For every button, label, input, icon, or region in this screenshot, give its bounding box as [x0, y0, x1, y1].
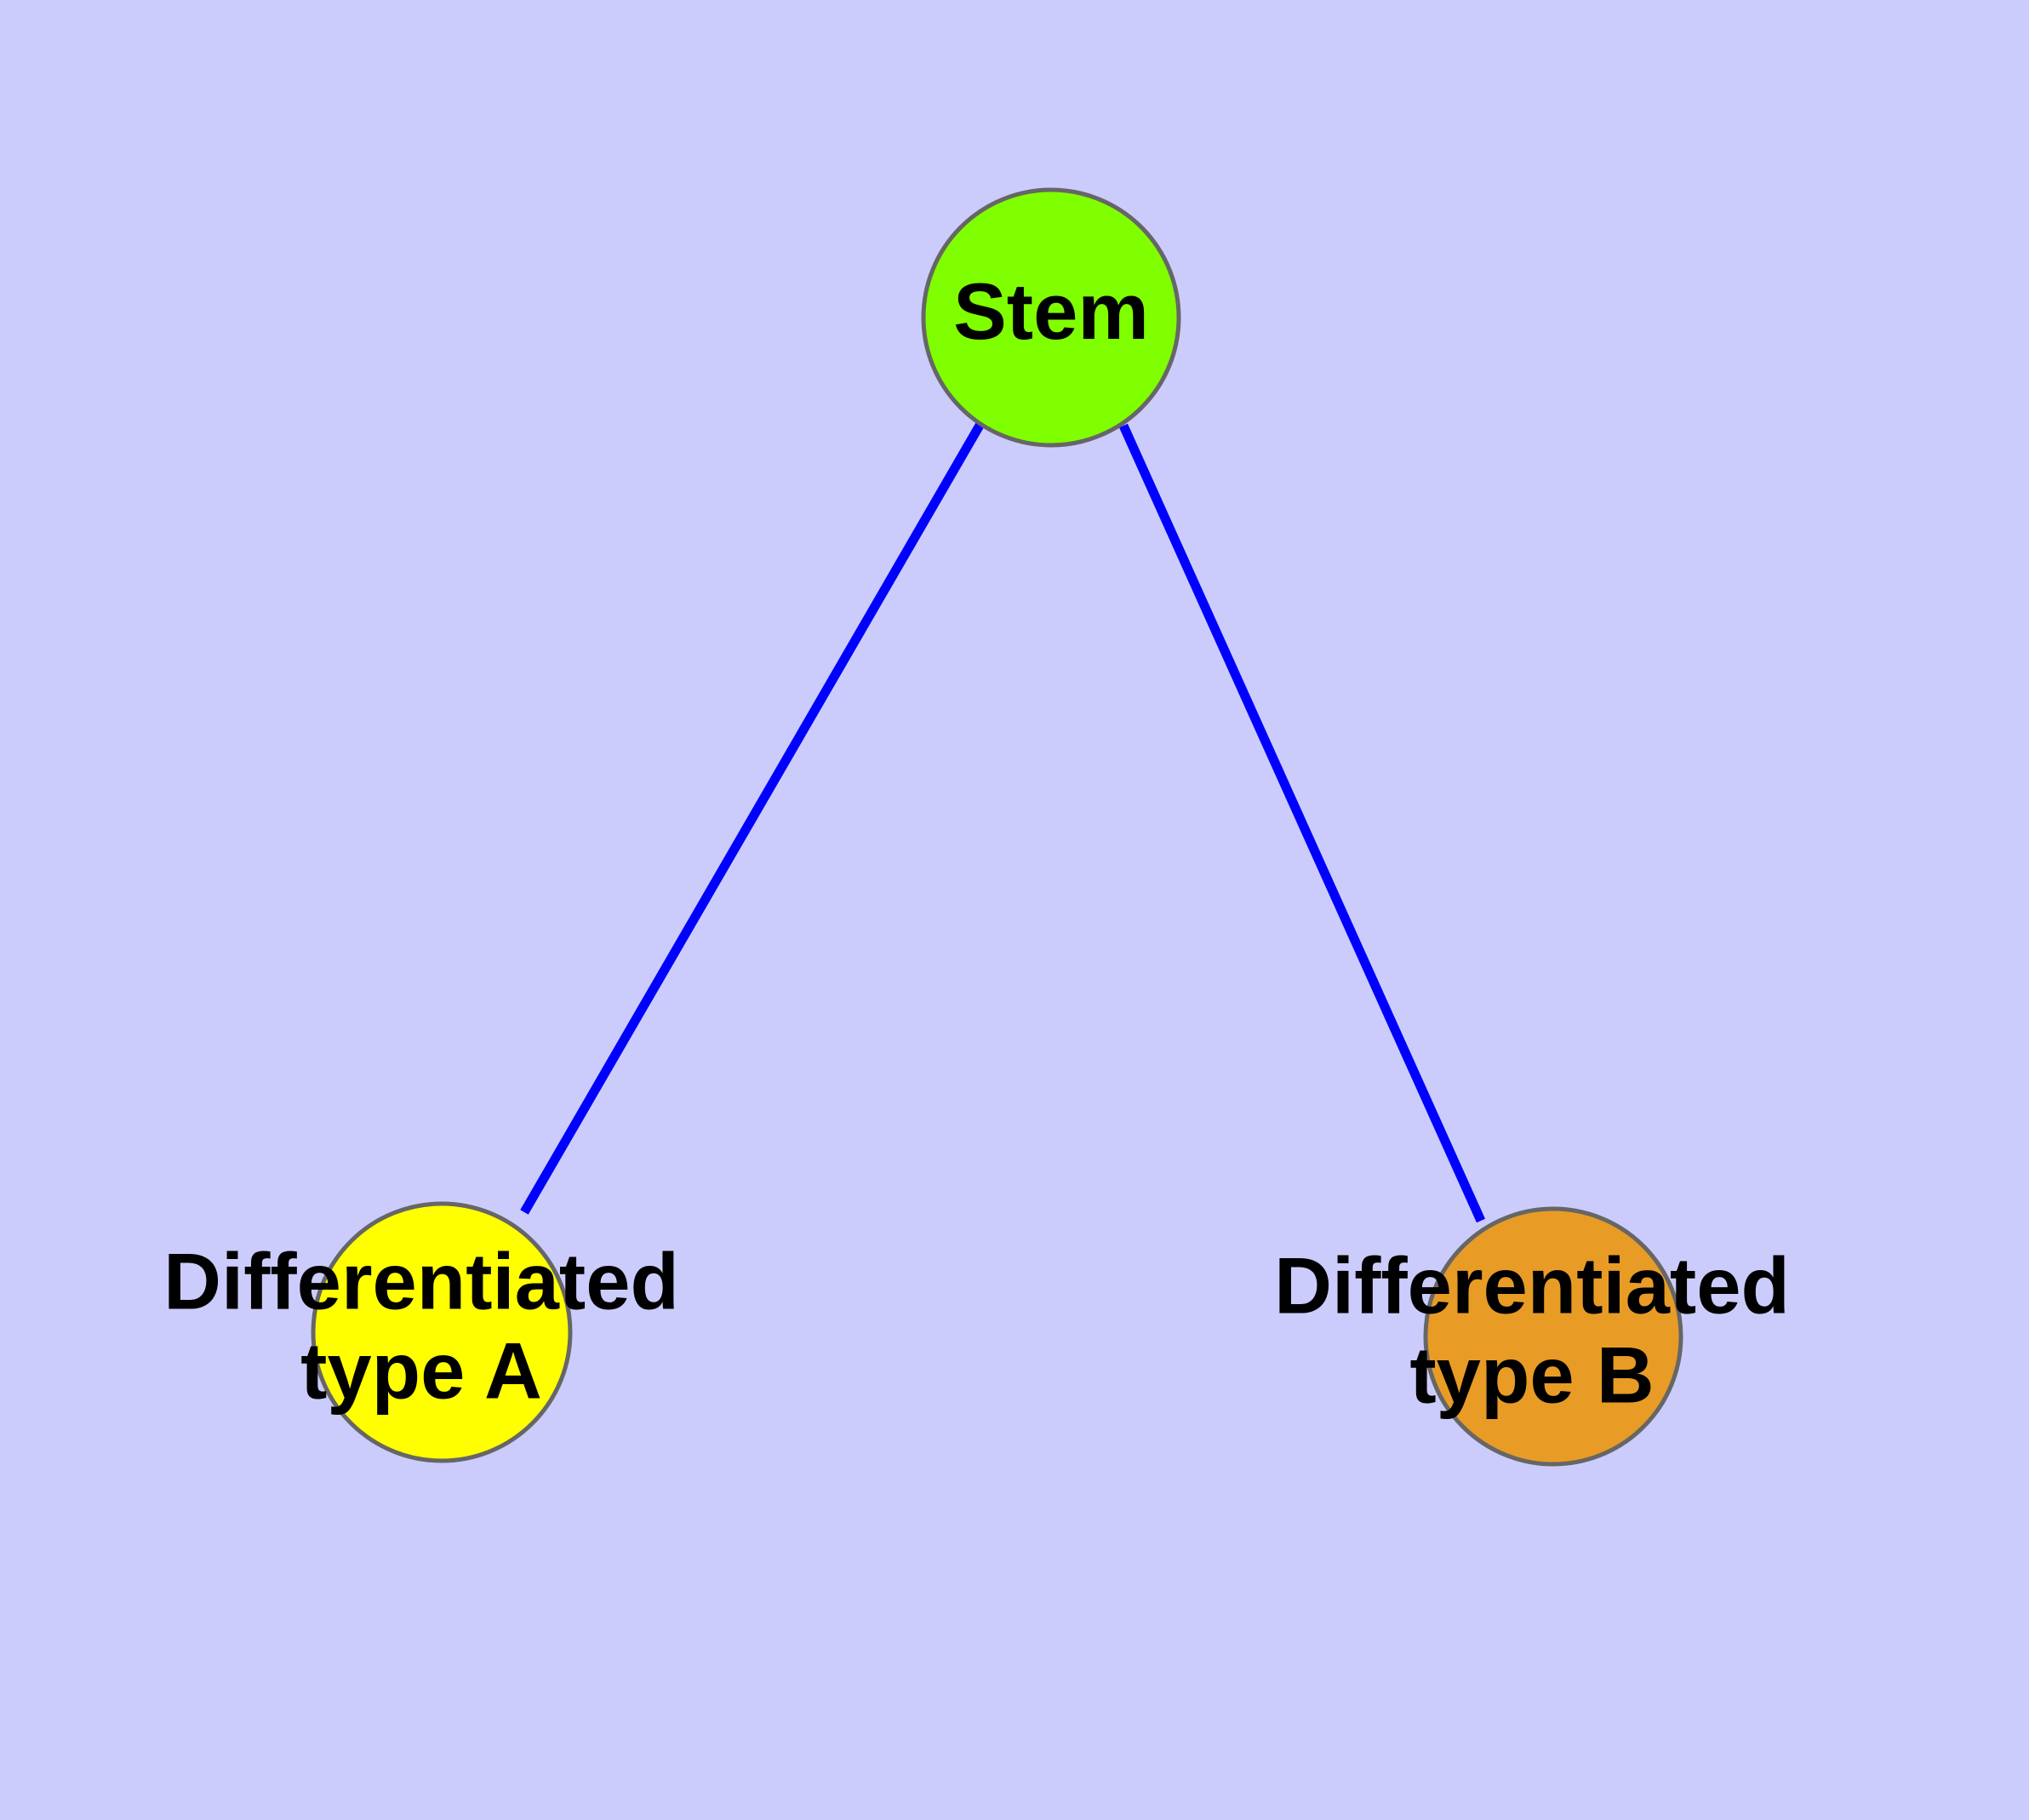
label-line: type A — [300, 1325, 542, 1415]
label-line: Differentiated — [1274, 1240, 1790, 1330]
node-differentiated-type-b[interactable] — [1423, 1206, 1683, 1467]
nodes-layer — [311, 187, 1683, 1467]
node-label-stem: Stem — [953, 266, 1149, 356]
node-differentiated-type-a[interactable] — [311, 1201, 573, 1463]
label-line: type B — [1409, 1330, 1654, 1419]
label-line: Stem — [953, 266, 1149, 356]
node-stem[interactable] — [921, 187, 1181, 448]
edge-stem-to-differentiated-type-b[interactable] — [1118, 423, 1486, 1223]
label-line: Differentiated — [163, 1236, 679, 1325]
edges-layer — [520, 421, 1486, 1223]
edge-stem-to-differentiated-type-a[interactable] — [520, 421, 985, 1215]
